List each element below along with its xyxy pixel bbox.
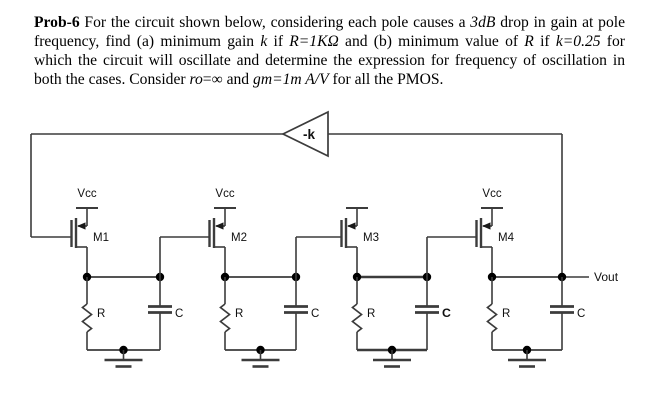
pmos-source-arrow: [482, 222, 491, 230]
capacitor-label: C: [175, 308, 183, 320]
capacitor-label: C: [577, 308, 585, 320]
problem-label: Prob-6: [34, 14, 80, 31]
problem-variable: ro: [189, 71, 203, 88]
capacitor-branch: C: [284, 277, 319, 350]
resistor-label: R: [97, 308, 105, 320]
amplifier-stage-3: M3R C: [296, 207, 451, 368]
problem-line: which the circuit will oscillate and det…: [34, 51, 625, 70]
ground-branch: [492, 345, 562, 368]
problem-variable: k=0.25: [555, 33, 601, 50]
problem-text: which the circuit will oscillate and det…: [34, 52, 625, 69]
transistor-label: M2: [231, 232, 247, 244]
problem-statement: Prob-6 For the circuit shown below, cons…: [34, 13, 625, 89]
problem-variable: R=1KΩ: [289, 33, 339, 50]
resistor-branch: R: [81, 277, 105, 350]
problem-text: =∞ and: [202, 71, 254, 88]
problem-text: frequency, find (a) minimum gain: [34, 33, 261, 50]
resistor-symbol: [81, 303, 93, 333]
problem-text: both the cases. Consider: [34, 71, 190, 88]
problem-variable: R: [524, 33, 534, 50]
pmos-transistor-m2: [160, 218, 226, 277]
transistor-label: M1: [93, 232, 109, 244]
resistor-branch: R: [351, 277, 375, 350]
problem-variable: k: [260, 33, 268, 50]
feedback-loop: -k: [30, 110, 563, 277]
ground-branch: [357, 345, 427, 368]
resistor-symbol: [351, 303, 363, 333]
pmos-transistor-m3: [296, 218, 358, 277]
inverting-amplifier-triangle: [281, 110, 329, 158]
capacitor-label: C: [311, 308, 319, 320]
resistor-branch: R: [486, 277, 510, 350]
problem-line: Prob-6 For the circuit shown below, cons…: [34, 13, 625, 32]
supply-label: Vcc: [215, 188, 234, 200]
resistor-symbol: [486, 303, 498, 333]
transistor-label: M3: [363, 232, 379, 244]
problem-text: For the circuit shown below, considering…: [79, 14, 471, 31]
pmos-source-arrow: [347, 222, 356, 230]
problem-text: if: [533, 33, 556, 50]
resistor-label: R: [367, 308, 375, 320]
supply-label: Vcc: [77, 188, 96, 200]
ground-branch: [87, 345, 160, 368]
pmos-transistor-m1: [31, 218, 88, 277]
ground-branch: [225, 345, 296, 368]
inverting-amp-label: -k: [303, 127, 315, 142]
capacitor-branch: C: [550, 277, 585, 350]
capacitor-branch: C: [415, 277, 451, 350]
transistor-label: M4: [498, 232, 515, 244]
problem-text: drop in gain at pole: [495, 14, 626, 31]
capacitor-branch: C: [148, 277, 183, 350]
problem-text: and (b) minimum value of: [338, 33, 525, 50]
problem-text: for all the PMOS.: [328, 71, 444, 88]
problem-line: both the cases. Consider ro=∞ and gm=1m …: [34, 70, 625, 89]
problem-line: frequency, find (a) minimum gain k if R=…: [34, 32, 625, 51]
vout-label: Vout: [594, 270, 619, 284]
pmos-source-arrow: [77, 222, 86, 230]
resistor-symbol: [219, 303, 231, 333]
resistor-label: R: [502, 308, 510, 320]
problem-text: for: [600, 33, 625, 50]
problem-text: if: [267, 33, 290, 50]
capacitor-label: C: [442, 306, 451, 320]
resistor-label: R: [235, 308, 243, 320]
output-terminal: Vout: [562, 270, 619, 284]
problem-variable: gm=1m A/V: [253, 71, 329, 88]
resistor-branch: R: [219, 277, 243, 350]
pmos-transistor-m4: [427, 218, 493, 277]
supply-label: Vcc: [482, 188, 501, 200]
problem-variable: 3dB: [470, 14, 496, 31]
pmos-source-arrow: [215, 222, 224, 230]
